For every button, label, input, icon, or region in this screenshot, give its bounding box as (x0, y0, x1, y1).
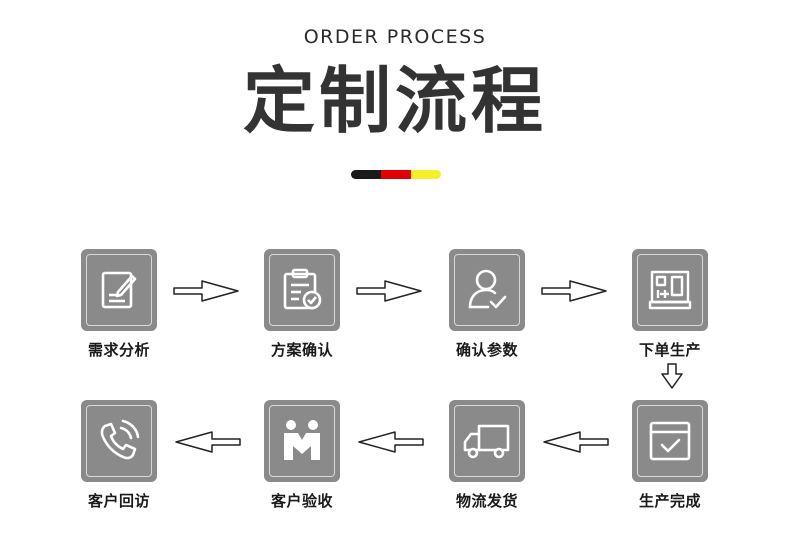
step-label: 确认参数 (455, 341, 518, 359)
color-accent-bar (351, 170, 441, 179)
arrow-left-icon (358, 431, 424, 453)
step-label: 生产完成 (638, 492, 701, 510)
arrow-left-icon (175, 431, 241, 453)
arrow-right-icon (356, 280, 422, 302)
step-label: 方案确认 (270, 341, 333, 359)
user-check-icon (468, 269, 507, 309)
clipboard-check-icon (283, 268, 322, 310)
step-label: 客户验收 (270, 492, 333, 510)
step-customer-acceptance: 客户验收 (247, 400, 357, 511)
step-order-production: 下单生产 (615, 249, 725, 360)
step-label: 需求分析 (87, 341, 150, 359)
arrow-right-icon (173, 280, 239, 302)
step-tile (449, 400, 525, 482)
step-demand-analysis: 需求分析 (64, 249, 174, 360)
step-tile (264, 249, 340, 331)
handshake-icon (284, 420, 320, 460)
arrow-down-icon (661, 363, 683, 389)
phone-icon (100, 419, 140, 460)
step-tile (81, 249, 157, 331)
step-logistics-shipping: 物流发货 (432, 400, 542, 511)
step-customer-revisit: 客户回访 (64, 400, 174, 511)
step-label: 下单生产 (638, 341, 701, 359)
page-subtitle: ORDER PROCESS (303, 26, 487, 48)
sewing-machine-icon (648, 270, 692, 310)
page-title: 定制流程 (242, 59, 547, 143)
step-label: 客户回访 (87, 492, 150, 510)
edit-note-icon (101, 271, 137, 309)
step-tile (449, 249, 525, 331)
step-production-complete: 生产完成 (615, 400, 725, 511)
step-tile (632, 249, 708, 331)
window-check-icon (649, 421, 691, 461)
arrow-right-icon (541, 280, 607, 302)
arrow-left-icon (543, 431, 609, 453)
step-tile (632, 400, 708, 482)
step-tile (264, 400, 340, 482)
truck-icon (463, 424, 510, 459)
step-param-confirm: 确认参数 (432, 249, 542, 360)
step-tile (81, 400, 157, 482)
step-plan-confirm: 方案确认 (247, 249, 357, 360)
step-label: 物流发货 (455, 492, 518, 510)
